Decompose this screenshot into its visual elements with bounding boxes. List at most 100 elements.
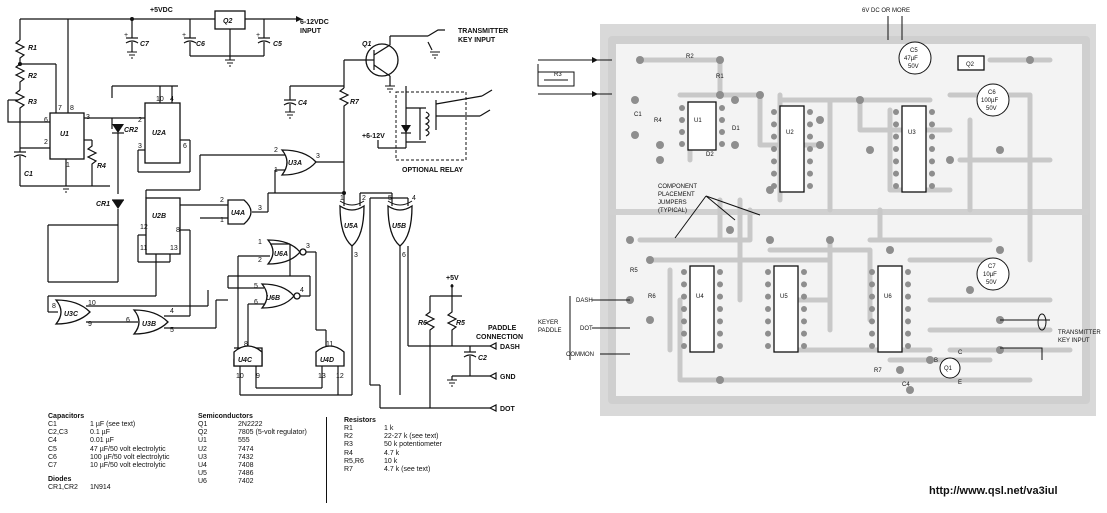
ic-pin-pad — [893, 183, 899, 189]
ic-pin-pad — [905, 306, 911, 312]
svg-text:8: 8 — [176, 227, 180, 234]
ic-pin-pad — [869, 330, 875, 337]
svg-text:3: 3 — [138, 143, 142, 150]
ic-pin-pad — [807, 183, 813, 189]
pcb-layout: U1 U2 U3 U4 U5 U6 C5 47µF 50V C6 100µF 5… — [537, 8, 1101, 416]
ic-pin-pad — [893, 121, 899, 128]
u3c-label: U3C — [64, 311, 79, 318]
svg-text:Q1: Q1 — [944, 366, 953, 372]
u4a-label: U4A — [231, 210, 245, 217]
u6a-label: U6A — [274, 251, 288, 258]
ic-pin-pad — [717, 281, 723, 288]
ic-pin-pad — [929, 109, 935, 115]
parts-divider — [326, 417, 327, 503]
svg-text:3: 3 — [316, 153, 320, 160]
ic-pin-pad — [905, 269, 911, 275]
pcb-c7: C7 10µF 50V — [976, 257, 1010, 291]
ic-pin-pad — [765, 330, 771, 337]
ic-pin-pad — [869, 269, 875, 275]
r5-label: R5 — [456, 320, 465, 327]
svg-text:U6: U6 — [884, 294, 892, 300]
ic-pin-pad — [929, 170, 935, 177]
ic-pin-pad — [929, 183, 935, 189]
ic-pin-pad — [679, 141, 685, 147]
ic-pin-pad — [869, 293, 875, 300]
ic-pin-pad — [765, 306, 771, 312]
u6b-gate — [260, 283, 295, 309]
svg-text:50V: 50V — [986, 280, 997, 286]
ic-pin-pad — [771, 146, 777, 152]
ic-pin-pad — [905, 330, 911, 337]
pcb-jumpers-4: (TYPICAL) — [658, 208, 687, 214]
ic-pin-pad — [681, 306, 687, 312]
ic-pin-pad — [801, 343, 807, 349]
ic-pin-pad — [771, 109, 777, 115]
u5b-label: U5B — [392, 223, 406, 230]
u3a-gate — [280, 149, 317, 176]
pcb-tx-2: KEY INPUT — [1058, 338, 1090, 344]
pcb-u2: U2 — [779, 105, 805, 193]
svg-text:5: 5 — [254, 283, 258, 290]
pcb-r6-label: R6 — [648, 294, 656, 300]
svg-text:9: 9 — [256, 373, 260, 380]
cr1-label: CR1 — [96, 201, 110, 208]
u1-block — [49, 112, 85, 160]
r1-label: R1 — [28, 45, 37, 52]
ic-pin-pad — [807, 121, 813, 128]
source-url: http://www.qsl.net/va3iul — [929, 485, 1058, 497]
svg-text:3: 3 — [258, 205, 262, 212]
u2b-label: U2B — [152, 213, 166, 220]
ic-pin-pad — [681, 330, 687, 337]
ic-pin-pad — [765, 343, 771, 349]
u3a-label: U3A — [288, 160, 302, 167]
svg-text:10: 10 — [88, 300, 96, 307]
svg-text:5: 5 — [170, 327, 174, 334]
pcb-dot-label: DOT — [580, 326, 593, 332]
ic-pin-pad — [679, 105, 685, 111]
ic-pin-pad — [719, 105, 725, 111]
dash-label: DASH — [500, 344, 520, 351]
svg-text:6: 6 — [402, 252, 406, 259]
ic-pin-pad — [679, 117, 685, 123]
relay-supply-label: +6-12V — [362, 133, 385, 140]
svg-text:7: 7 — [58, 105, 62, 112]
svg-text:9: 9 — [88, 321, 92, 328]
svg-text:U3: U3 — [908, 130, 916, 136]
ic-pin-pad — [801, 330, 807, 337]
pcb-r2-label: R2 — [686, 54, 694, 60]
svg-text:U1: U1 — [694, 118, 702, 124]
ic-pin-pad — [893, 109, 899, 115]
ic-pin-pad — [807, 146, 813, 152]
svg-text:U2: U2 — [786, 130, 794, 136]
ic-pin-pad — [681, 281, 687, 288]
c6-label: C6 — [196, 41, 205, 48]
u5b-gate — [387, 204, 413, 247]
ic-pin-pad — [765, 269, 771, 275]
r7-label: R7 — [350, 99, 360, 106]
ic-pin-pad — [679, 129, 685, 135]
plus5-label: +5V — [446, 275, 459, 282]
circuit-schematic: +5VDC R1 R2 R3 C1 U1 7 8 3 6 2 1 R4 CR2 … — [7, 7, 523, 413]
svg-text:100µF: 100µF — [981, 98, 998, 104]
pcb-d2-label: D2 — [706, 152, 714, 158]
ic-pin-pad — [681, 269, 687, 275]
dot-label: DOT — [500, 406, 516, 413]
ic-pin-pad — [681, 318, 687, 325]
svg-text:4: 4 — [300, 287, 304, 294]
svg-text:C7: C7 — [988, 264, 996, 270]
pcb-r5-label: R5 — [630, 268, 638, 274]
ic-pin-pad — [869, 281, 875, 288]
svg-text:E: E — [958, 380, 962, 386]
ic-pin-pad — [807, 158, 813, 165]
pcb-jumpers-2: PLACEMENT — [658, 192, 695, 198]
u4d-gate — [315, 345, 345, 367]
pcb-u3: U3 — [901, 105, 927, 193]
ic-pin-pad — [765, 281, 771, 288]
